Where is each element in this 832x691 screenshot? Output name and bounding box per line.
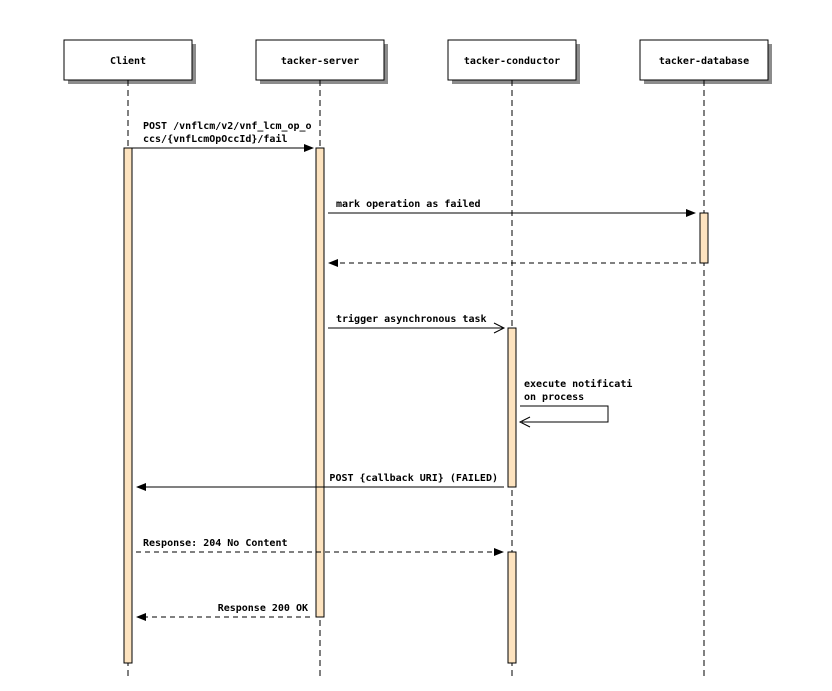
message-post-fail: POST /vnflcm/v2/vnf_lcm_op_o ccs/{vnfLcm… [132,121,314,152]
filled-arrowhead-icon [304,144,314,152]
message-mark-failed: mark operation as failed [328,198,696,217]
message-label-line: Response: 204 No Content [143,538,288,549]
actor-box-conductor [447,39,577,81]
message-response-200: Response 200 OK [136,603,310,621]
actor-box-server [255,39,385,81]
actor-server: tacker-server [255,39,388,84]
actor-label-database: tacker-database [659,56,749,67]
actor-database: tacker-database [639,39,772,84]
activation-server [315,147,325,618]
activation-client [123,147,133,664]
filled-arrowhead-icon [494,548,504,556]
actor-conductor: tacker-conductor [447,39,580,84]
actor-label-server: tacker-server [281,56,359,67]
activations [123,147,709,664]
message-label-line: execute notificati [524,378,632,390]
message-label-line: POST {callback URI} (FAILED) [329,473,498,484]
message-execute-notification: execute notificati on process [518,378,632,428]
activation-database [699,212,709,264]
message-label-line: on process [524,392,584,403]
message-post-callback: POST {callback URI} (FAILED) [136,473,504,491]
filled-arrowhead-icon [136,613,146,621]
message-label-line: mark operation as failed [336,198,481,210]
open-arrowhead-icon [493,322,506,334]
message-label-line: ccs/{vnfLcmOpOccId}/fail [143,133,288,145]
filled-arrowhead-icon [328,259,338,267]
filled-arrowhead-icon [686,209,696,217]
message-label-line: POST /vnflcm/v2/vnf_lcm_op_o [143,121,312,132]
activation-conductor-2 [507,551,517,664]
actor-label-conductor: tacker-conductor [464,56,560,67]
actor-box-client [63,39,193,81]
message-label-line: trigger asynchronous task [336,313,487,325]
actor-client: Client [63,39,196,84]
activation-conductor-1 [507,327,517,488]
message-trigger-async: trigger asynchronous task [328,313,506,334]
message-db-return [328,259,696,267]
lifelines [127,80,705,676]
actor-box-database [639,39,769,81]
self-message-loop [520,405,609,423]
open-arrowhead-icon [518,416,531,428]
actor-label-client: Client [110,55,146,67]
filled-arrowhead-icon [136,483,146,491]
message-label-line: Response 200 OK [218,603,308,614]
message-response-204: Response: 204 No Content [136,538,504,556]
